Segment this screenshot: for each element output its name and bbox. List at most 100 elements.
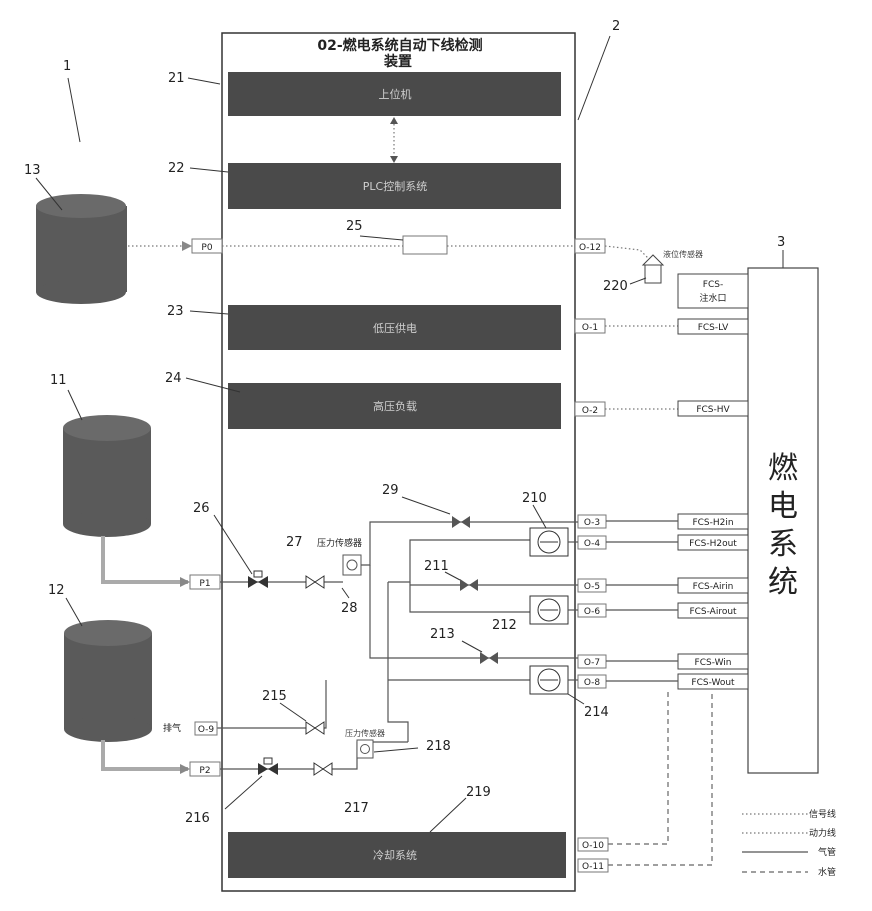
cooling-line-2 [608, 690, 712, 865]
fcs-char-4: 统 [768, 565, 798, 600]
bar-low-voltage-label: 低压供电 [373, 321, 417, 335]
leader-26 [214, 515, 252, 574]
leader-29 [402, 497, 450, 514]
leader-25 [360, 236, 403, 240]
ref-219: 219 [466, 785, 491, 800]
bar-high-voltage-label: 高压负载 [373, 399, 417, 413]
device-title-line2: 装置 [383, 53, 412, 70]
leader-215 [280, 703, 306, 721]
exhaust-label: 排气 [163, 722, 181, 734]
component-25 [403, 236, 447, 254]
tank-12 [64, 620, 152, 742]
port-o6-label: O-6 [584, 607, 601, 617]
fcs-char-2: 电 [768, 489, 798, 524]
port-o10-label: O-10 [582, 841, 604, 851]
ref-21: 21 [168, 71, 185, 86]
ref-216: 216 [185, 811, 210, 826]
fcs-hv-label: FCS-HV [696, 405, 730, 415]
leader-219 [430, 798, 466, 832]
bar-cooling-label: 冷却系统 [373, 849, 417, 862]
flowmeter-210 [530, 528, 568, 556]
ref-24: 24 [165, 371, 182, 386]
o12-line [605, 246, 652, 262]
port-p0-label: P0 [201, 243, 212, 253]
level-sensor-label: 液位传感器 [663, 249, 703, 259]
ref-28: 28 [341, 601, 358, 616]
port-o1-label: O-1 [582, 323, 598, 333]
port-o9-label: O-9 [198, 725, 215, 735]
ref-213: 213 [430, 627, 455, 642]
port-o8-label: O-8 [584, 678, 601, 688]
port-o2-label: O-2 [582, 406, 598, 416]
arrow-down [390, 156, 398, 163]
fcs-water-label2: 注水口 [699, 292, 726, 304]
ref-217: 217 [344, 801, 369, 816]
valve-26 [248, 571, 268, 588]
pressure-sensor-label: 压力传感器 [317, 537, 362, 549]
vertical-trunk [388, 582, 408, 742]
fcs-h2in-label: FCS-H2in [692, 518, 733, 528]
leader-1 [68, 78, 80, 142]
tank-11 [63, 415, 151, 537]
port-o11-label: O-11 [582, 862, 604, 872]
leader-21 [188, 78, 220, 84]
leader-216 [225, 776, 262, 809]
valve-215 [306, 722, 324, 734]
fcs-lv-label: FCS-LV [698, 323, 729, 333]
ref-23: 23 [167, 304, 184, 319]
legend: 信号线 动力线 气管 水管 [742, 808, 836, 878]
leader-2 [578, 36, 610, 120]
exhaust-line [200, 680, 326, 728]
fcs-char-1: 燃 [768, 451, 798, 486]
tank12-line [103, 740, 188, 769]
ref-1: 1 [63, 59, 71, 74]
leader-214 [568, 694, 584, 704]
legend-water-label: 水管 [818, 866, 836, 878]
leader-220 [630, 278, 646, 284]
port-o4-label: O-4 [584, 539, 601, 549]
fcs-airout-label: FCS-Airout [689, 607, 737, 617]
fcs-airin-label: FCS-Airin [693, 582, 734, 592]
valve-27 [306, 576, 324, 588]
valve-217 [314, 763, 332, 775]
pressure-gauge-icon-2 [361, 745, 370, 754]
ref-25: 25 [346, 219, 363, 234]
tank11-line [103, 536, 188, 582]
leader-11 [68, 390, 82, 420]
leader-218 [374, 748, 418, 752]
legend-signal-label: 信号线 [809, 808, 836, 820]
ref-2: 2 [612, 19, 620, 34]
flowmeter-214 [530, 666, 568, 694]
leader-28 [342, 588, 349, 598]
valve-211 [460, 579, 478, 591]
arrow-up [390, 117, 398, 124]
legend-gas-label: 气管 [818, 846, 836, 858]
port-o5-label: O-5 [584, 582, 600, 592]
fcs-h2out-label: FCS-H2out [689, 539, 737, 549]
port-o12-label: O-12 [579, 243, 601, 253]
fcs-win-label: FCS-Win [695, 658, 732, 668]
ref-210: 210 [522, 491, 547, 506]
valve-213 [480, 652, 498, 664]
ref-13: 13 [24, 163, 41, 178]
main-device-box [222, 33, 575, 891]
ref-3: 3 [777, 235, 785, 250]
return-line-1 [388, 540, 530, 582]
pressure-gauge-icon [347, 560, 357, 570]
ref-22: 22 [168, 161, 185, 176]
ref-26: 26 [193, 501, 210, 516]
valve-29 [452, 516, 470, 528]
ref-220: 220 [603, 279, 628, 294]
ref-214: 214 [584, 705, 609, 720]
port-p2-label: P2 [199, 766, 210, 776]
leader-213 [462, 641, 482, 652]
fcs-char-3: 系 [768, 527, 798, 562]
ref-29: 29 [382, 483, 399, 498]
leader-12 [66, 598, 82, 626]
fcs-water-label1: FCS- [703, 280, 723, 290]
level-sensor-220 [643, 255, 663, 283]
ref-212: 212 [492, 618, 517, 633]
bar-upper-computer-label: 上位机 [379, 87, 412, 101]
port-p1-label: P1 [199, 579, 210, 589]
leader-210 [533, 505, 546, 528]
